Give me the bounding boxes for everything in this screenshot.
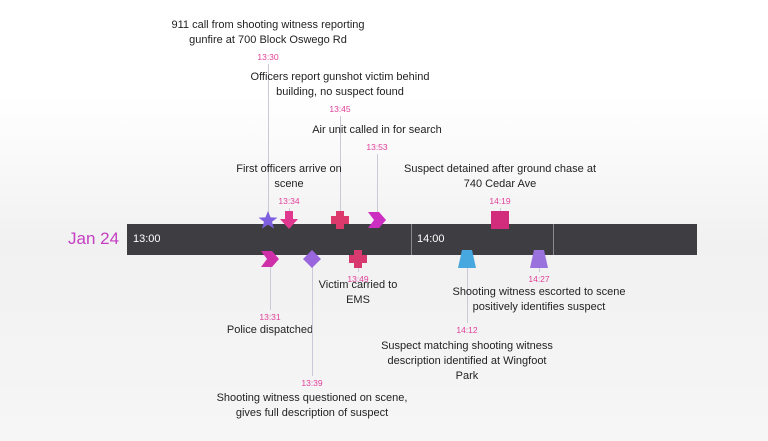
event-1419-description-line: Suspect detained after ground chase at [403, 163, 597, 175]
event-1353-chevron-icon[interactable] [367, 210, 387, 235]
event-1412-description-line: description identified at Wingfoot [387, 355, 547, 367]
event-1349-time: 13:49 [347, 274, 369, 284]
event-1427-trapezoid-icon[interactable] [529, 249, 549, 274]
event-1331-description: Police dispatched [227, 323, 313, 338]
event-1353-description-line: Air unit called in for search [312, 124, 442, 136]
event-1339-description: Shooting witness questioned on scene, giv… [217, 391, 408, 421]
hour-divider [411, 224, 412, 255]
event-1331-connector [270, 265, 271, 310]
event-1349-description-line: Victim carried to [318, 279, 398, 291]
event-1419-description-line: 740 Cedar Ave [463, 178, 537, 190]
event-1349-description: Victim carried to EMS [319, 278, 398, 308]
event-1412-trapezoid-icon[interactable] [457, 249, 477, 274]
event-1330-time: 13:30 [257, 52, 279, 62]
hour-label-1300: 13:00 [133, 233, 161, 245]
event-1339-time: 13:39 [301, 378, 323, 388]
event-1330-description-line: gunfire at 700 Block Oswego Rd [189, 34, 347, 46]
event-1345-cross-icon[interactable] [330, 210, 350, 235]
event-1339-connector [312, 265, 313, 376]
event-1345-time: 13:45 [329, 104, 351, 114]
event-1419-time: 14:19 [489, 196, 511, 206]
event-1334-time: 13:34 [278, 196, 300, 206]
event-1412-description-line: Suspect matching shooting witness [381, 340, 553, 352]
event-1427-time: 14:27 [528, 274, 550, 284]
event-1353-description: Air unit called in for search [312, 123, 442, 138]
event-1334-description: First officers arrive on scene [236, 162, 342, 192]
event-1339-description-line: gives full description of suspect [235, 407, 389, 419]
event-1427-description-line: Shooting witness escorted to scene [452, 286, 626, 298]
event-1412-description-line: Park [455, 370, 479, 382]
event-1334-arrow-down-icon[interactable] [279, 210, 299, 235]
event-1353-connector [377, 154, 378, 214]
band-end-divider [553, 224, 554, 255]
event-1412-time: 14:12 [456, 325, 478, 335]
hour-label-1400: 14:00 [417, 233, 445, 245]
event-1349-cross-icon[interactable] [348, 249, 368, 274]
event-1345-description-line: Officers report gunshot victim behind [250, 71, 430, 83]
event-1412-connector [467, 265, 468, 323]
event-1349-description-line: EMS [346, 294, 370, 306]
event-1353-time: 13:53 [366, 142, 388, 152]
event-1331-time: 13:31 [259, 312, 281, 322]
event-1339-description-line: Shooting witness questioned on scene, [216, 392, 408, 404]
event-1345-connector [340, 116, 341, 214]
event-1345-description: Officers report gunshot victim behind bui… [251, 70, 430, 100]
event-1427-connector [539, 265, 540, 272]
event-1334-description-line: scene [274, 178, 304, 190]
date-label: Jan 24 [68, 229, 120, 248]
event-1330-connector [268, 64, 269, 214]
event-1330-star-icon[interactable] [258, 210, 278, 235]
event-1419-description: Suspect detained after ground chase at 74… [404, 162, 596, 192]
event-1412-description: Suspect matching shooting witness descrip… [381, 339, 553, 384]
event-1330-description: 911 call from shooting witness reporting… [171, 18, 364, 48]
event-1345-description-line: building, no suspect found [276, 86, 404, 98]
event-1427-description-line: positively identifies suspect [472, 301, 606, 313]
event-1419-square-icon[interactable] [490, 210, 510, 235]
event-1331-description-line: Police dispatched [226, 324, 314, 336]
event-1330-description-line: 911 call from shooting witness reporting [171, 19, 365, 31]
event-1331-chevron-icon[interactable] [260, 249, 280, 274]
event-1339-diamond-icon[interactable] [302, 249, 322, 274]
event-1349-connector [358, 265, 359, 272]
timeline-band [127, 224, 697, 255]
event-1334-description-line: First officers arrive on [236, 163, 342, 175]
event-1427-description: Shooting witness escorted to scene positi… [452, 285, 625, 315]
